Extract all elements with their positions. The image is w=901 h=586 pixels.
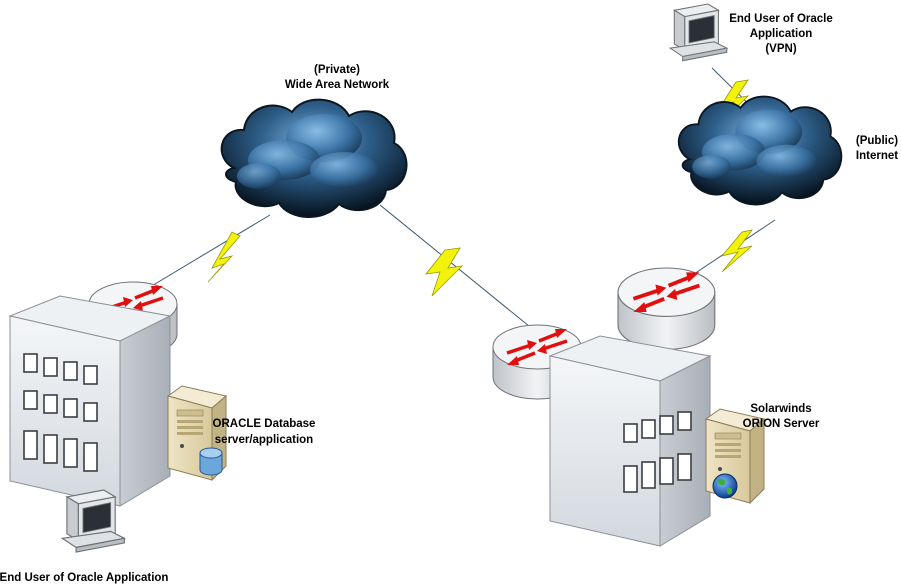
vpn-user-label-line2: Application <box>750 28 813 40</box>
cloud-icon <box>677 95 843 206</box>
wan-label-line1: (Private) <box>314 64 360 76</box>
wan-label: (Private) Wide Area Network <box>285 64 390 91</box>
globe-icon <box>712 473 738 499</box>
vpn-user-label-line3: (VPN) <box>765 43 796 55</box>
internet-label-line1: (Public) <box>856 135 898 147</box>
oracle-db-label: ORACLE Database server/application <box>213 418 316 446</box>
link-wan-left-router <box>144 214 271 291</box>
solarwinds-label-line1: Solarwinds <box>750 403 811 415</box>
wan-label-line2: Wide Area Network <box>285 79 390 91</box>
oracle-db-label-line2: server/application <box>215 434 313 446</box>
internet-label-line2: Internet <box>856 150 898 162</box>
building-icon <box>549 335 711 547</box>
oracle-db-label-line1: ORACLE Database <box>213 418 316 430</box>
vpn-user-label-line1: End User of Oracle <box>729 13 833 25</box>
link-wan-right-router <box>379 204 541 336</box>
building-icon <box>9 295 171 507</box>
database-icon <box>199 447 223 476</box>
router-icon <box>616 266 717 352</box>
local-user-label: End User of Oracle Application <box>0 572 168 584</box>
solarwinds-label-line2: ORION Server <box>743 418 820 430</box>
cloud-icon <box>220 98 408 219</box>
lightning-bolt-icon <box>425 247 464 297</box>
internet-label: (Public) Internet <box>856 135 898 162</box>
vpn-user-label: End User of Oracle Application (VPN) <box>729 13 833 55</box>
workstation-icon <box>669 3 728 62</box>
workstation-icon <box>61 489 125 553</box>
lightning-bolt-icon <box>207 231 241 283</box>
solarwinds-label: Solarwinds ORION Server <box>743 403 820 430</box>
lightning-bolt-icon <box>720 229 753 273</box>
